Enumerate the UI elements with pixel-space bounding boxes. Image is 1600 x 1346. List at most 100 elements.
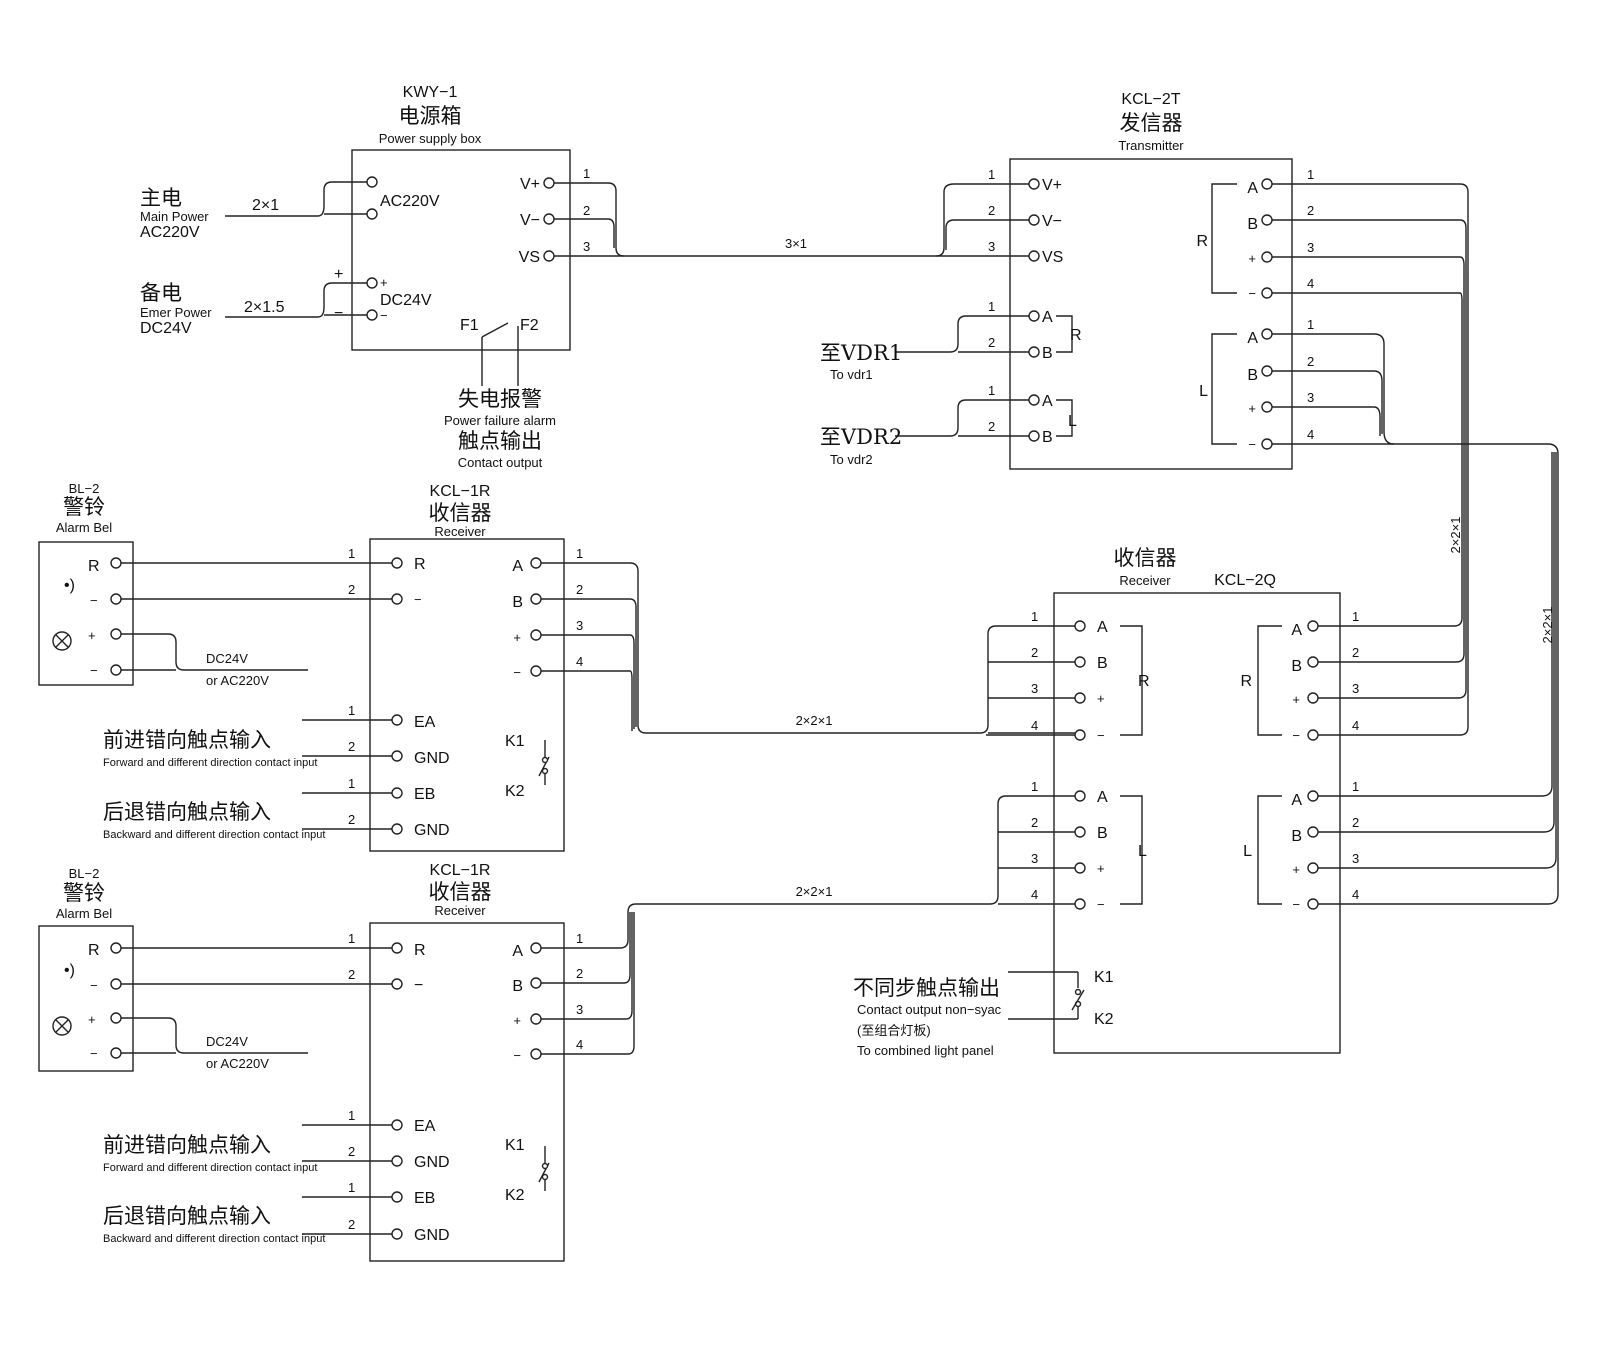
svg-text:F1: F1 (460, 317, 479, 334)
svg-text:3: 3 (576, 618, 583, 633)
svg-text:前进错向触点输入: 前进错向触点输入 (103, 1133, 271, 1157)
svg-text:1: 1 (348, 1108, 355, 1123)
svg-text:KCL−1R: KCL−1R (430, 862, 491, 879)
emer-power-cable: 2×1.5 (244, 299, 285, 316)
svg-text:To vdr1: To vdr1 (830, 367, 873, 382)
svg-text:2: 2 (1307, 354, 1314, 369)
backward-input-1: 后退错向触点输入 Backward and different directio… (103, 800, 325, 841)
svg-text:2: 2 (576, 582, 583, 597)
svg-text:1: 1 (348, 546, 355, 561)
svg-text:2: 2 (348, 582, 355, 597)
svg-text:+: + (334, 266, 343, 283)
svg-text:KCL−1R: KCL−1R (430, 483, 491, 500)
svg-text:−: − (90, 978, 98, 993)
svg-text:Contact output non−syac: Contact output non−syac (857, 1002, 1002, 1017)
svg-text:后退错向触点输入: 后退错向触点输入 (103, 1204, 271, 1228)
svg-text:VS: VS (1042, 249, 1063, 266)
nonsync-output-label: 不同步触点输出 Contact output non−syac (至组合灯板) … (853, 976, 1002, 1058)
svg-text:1: 1 (583, 166, 590, 181)
svg-text:EB: EB (414, 786, 435, 803)
svg-text:4: 4 (1352, 718, 1359, 733)
svg-text:L: L (1068, 413, 1077, 430)
svg-text:2: 2 (1031, 815, 1038, 830)
bell-speaker-icon: •) (64, 577, 75, 594)
svg-text:−: − (414, 592, 422, 607)
svg-text:1: 1 (988, 383, 995, 398)
svg-text:不同步触点输出: 不同步触点输出 (853, 976, 1000, 1000)
svg-text:发信器: 发信器 (1120, 111, 1183, 135)
svg-text:−: − (334, 305, 343, 322)
svg-text:3: 3 (988, 239, 995, 254)
svg-text:1: 1 (1031, 779, 1038, 794)
svg-text:BL−2: BL−2 (69, 866, 100, 881)
svg-text:1: 1 (988, 167, 995, 182)
main-power-input: 主电 Main Power AC220V 2×1 (140, 181, 367, 241)
svg-text:R: R (1240, 673, 1252, 690)
svg-text:−: − (1097, 728, 1105, 743)
svg-text:+: + (1292, 862, 1300, 877)
svg-text:+: + (88, 1012, 96, 1027)
svg-text:R: R (1070, 327, 1082, 344)
svg-text:1: 1 (1307, 167, 1314, 182)
bell-lamp-icon (55, 1019, 69, 1033)
svg-text:R: R (88, 942, 100, 959)
svg-text:4: 4 (1031, 887, 1038, 902)
svg-text:Transmitter: Transmitter (1118, 138, 1184, 153)
svg-text:K1: K1 (505, 733, 525, 750)
power-box-name-cn: 电源箱 (399, 104, 462, 128)
svg-text:L: L (1243, 843, 1252, 860)
svg-text:−: − (380, 308, 388, 323)
svg-text:备电: 备电 (140, 281, 182, 305)
rx2-cable: 2×2×1 (796, 884, 833, 899)
svg-text:−: − (513, 665, 521, 680)
svg-text:Forward and different directio: Forward and different direction contact … (103, 757, 317, 769)
svg-text:Emer Power: Emer Power (140, 305, 212, 320)
svg-text:or AC220V: or AC220V (206, 1056, 269, 1071)
svg-text:AC220V: AC220V (140, 224, 200, 241)
svg-text:F2: F2 (520, 317, 539, 334)
svg-text:收信器: 收信器 (1114, 546, 1177, 570)
svg-text:失电报警: 失电报警 (458, 387, 542, 411)
svg-text:(至组合灯板): (至组合灯板) (857, 1023, 931, 1038)
svg-text:−: − (1097, 897, 1105, 912)
svg-text:To vdr2: To vdr2 (830, 452, 873, 467)
svg-text:−: − (513, 1048, 521, 1063)
svg-text:−: − (90, 663, 98, 678)
svg-text:A: A (1247, 180, 1258, 197)
svg-text:B: B (1247, 367, 1258, 384)
svg-text:Forward and different directio: Forward and different direction contact … (103, 1162, 317, 1174)
svg-text:1: 1 (1352, 779, 1359, 794)
tx-r-cable: 2×2×1 (1448, 517, 1463, 554)
to-vdr2-label: 至VDR2 (820, 425, 902, 449)
svg-text:2: 2 (348, 967, 355, 982)
svg-text:R: R (88, 558, 100, 575)
svg-text:K2: K2 (505, 783, 525, 800)
svg-text:DC24V: DC24V (140, 320, 192, 337)
forward-input-1: 前进错向触点输入 Forward and different direction… (103, 728, 317, 769)
svg-text:−: − (1248, 437, 1256, 452)
backward-input-2: 后退错向触点输入 Backward and different directio… (103, 1204, 325, 1245)
svg-text:2: 2 (348, 739, 355, 754)
vdr-labels: 至VDR1 To vdr1 至VDR2 To vdr2 (820, 341, 902, 467)
svg-text:Receiver: Receiver (434, 524, 486, 539)
svg-text:3: 3 (1307, 240, 1314, 255)
svg-text:前进错向触点输入: 前进错向触点输入 (103, 728, 271, 752)
svg-text:Backward and different directi: Backward and different direction contact… (103, 1233, 325, 1245)
svg-text:2: 2 (348, 1217, 355, 1232)
svg-text:2: 2 (583, 203, 590, 218)
receiver-kcl-2q: 收信器 Receiver KCL−2Q A B + − R 1 2 3 4 A … (1008, 546, 1359, 1054)
svg-text:B: B (1042, 345, 1053, 362)
alarm-bell-2: BL−2 警铃 Alarm Bel •) R − + − DC24V or AC… (38, 866, 392, 1072)
svg-text:收信器: 收信器 (429, 880, 492, 904)
transmitter: KCL−2T 发信器 Transmitter V+ V− VS 1 2 3 A … (895, 91, 1314, 470)
svg-text:触点输出: 触点输出 (458, 429, 542, 453)
svg-text:2: 2 (1031, 645, 1038, 660)
svg-text:KCL−2T: KCL−2T (1121, 91, 1180, 108)
power-box-model: KWY−1 (403, 84, 458, 101)
svg-text:R: R (414, 942, 426, 959)
svg-text:BL−2: BL−2 (69, 481, 100, 496)
svg-text:4: 4 (1307, 427, 1314, 442)
svg-text:Main Power: Main Power (140, 209, 209, 224)
svg-text:DC24V: DC24V (206, 1034, 248, 1049)
svg-text:2: 2 (1352, 815, 1359, 830)
